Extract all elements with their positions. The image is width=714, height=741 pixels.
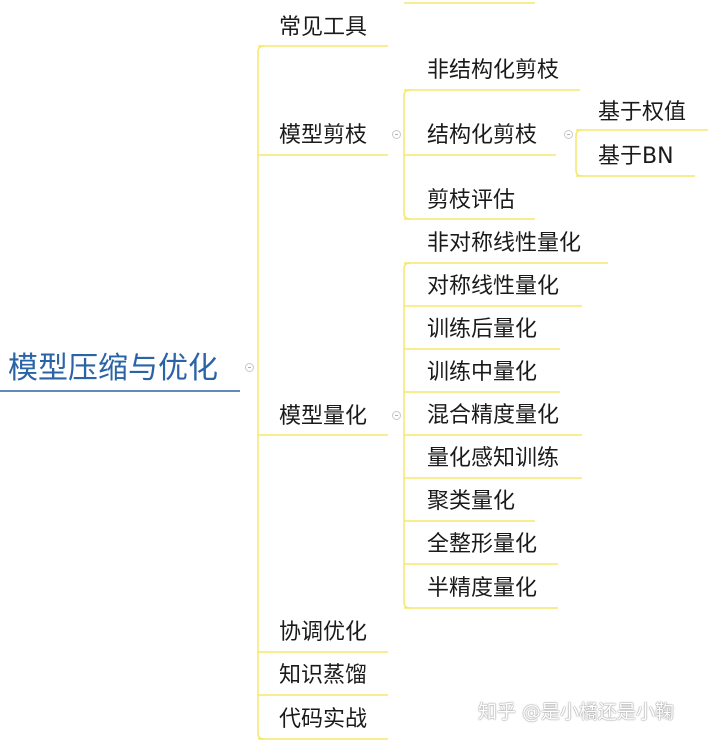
- node-eval[interactable]: 剪枝评估: [427, 188, 516, 213]
- node-mixed[interactable]: 混合精度量化: [427, 403, 560, 428]
- node-structured[interactable]: 结构化剪枝: [427, 123, 538, 148]
- node-quant[interactable]: 模型量化: [279, 404, 368, 429]
- structured-trunk: [575, 129, 583, 177]
- root-node[interactable]: 模型压缩与优化: [8, 351, 218, 386]
- collapse-icon-structured[interactable]: [564, 130, 573, 139]
- node-bn[interactable]: 基于BN: [598, 144, 674, 169]
- node-sym[interactable]: 对称线性量化: [427, 274, 560, 299]
- node-asym[interactable]: 非对称线性量化: [427, 231, 582, 256]
- node-during[interactable]: 训练中量化: [427, 360, 538, 385]
- node-unstructured[interactable]: 非结构化剪枝: [427, 58, 560, 83]
- node-tools[interactable]: 常见工具: [279, 15, 368, 40]
- node-int[interactable]: 全整形量化: [427, 532, 538, 557]
- watermark: 知乎 @是小橘还是小鞠: [478, 701, 675, 723]
- level1-trunk: [257, 45, 265, 740]
- node-code[interactable]: 代码实战: [279, 707, 368, 732]
- node-cluster[interactable]: 聚类量化: [427, 489, 516, 514]
- node-half[interactable]: 半精度量化: [427, 576, 538, 601]
- node-distill[interactable]: 知识蒸馏: [279, 663, 368, 688]
- node-ptq[interactable]: 训练后量化: [427, 317, 538, 342]
- node-pruning[interactable]: 模型剪枝: [279, 123, 368, 148]
- collapse-icon-quant[interactable]: [392, 411, 401, 420]
- node-qat[interactable]: 量化感知训练: [427, 446, 560, 471]
- node-weight[interactable]: 基于权值: [598, 100, 687, 125]
- node-coord[interactable]: 协调优化: [279, 620, 368, 645]
- collapse-icon-pruning[interactable]: [392, 130, 401, 139]
- collapse-icon-root[interactable]: [245, 363, 254, 372]
